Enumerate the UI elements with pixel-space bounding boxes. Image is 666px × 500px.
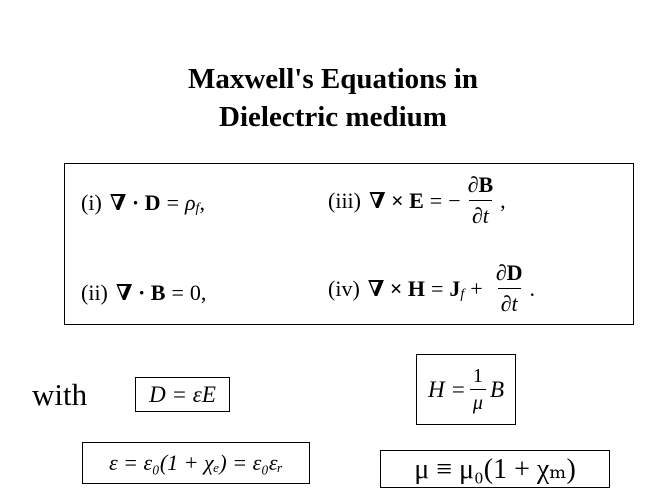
equation-iv-equals: = [430, 275, 444, 301]
h-relation-denominator: μ [469, 389, 486, 414]
equation-iv-plus: + [470, 275, 483, 301]
equation-iii: (iii) ∇ × E = − ∂B ∂t , [328, 172, 506, 229]
equation-iii-label: (iii) [328, 187, 361, 213]
equation-iv: (iv) ∇ × H = J f + ∂D ∂t . [328, 260, 535, 317]
epsilon-relation: ε = ε₀(1 + χₑ) = ε₀εᵣ [108, 450, 284, 475]
equation-iii-lhs: ∇ × E [369, 187, 424, 213]
equation-iv-lhs: ∇ × H [367, 275, 425, 301]
equation-iv-tail: . [529, 275, 535, 301]
equation-iv-label: (iv) [328, 275, 360, 301]
equation-i-rhs-sub: f [195, 201, 200, 216]
equation-iv-rhs: J [449, 275, 461, 301]
maxwell-equations-box: (i) ∇ · D = ρ f , (iii) ∇ × E = − ∂B ∂t … [64, 163, 634, 325]
d-relation: D = εE [149, 381, 216, 407]
equation-ii: (ii) ∇ · B = 0 , [81, 280, 206, 306]
equation-i: (i) ∇ · D = ρ f , [81, 190, 205, 216]
equation-i-tail: , [199, 190, 205, 215]
title-line-2: Dielectric medium [219, 101, 447, 133]
equation-ii-rhs: 0 [189, 280, 201, 305]
equation-iii-numerator: ∂B [467, 172, 494, 197]
epsilon-relation-box: ε = ε₀(1 + χₑ) = ε₀εᵣ [82, 442, 310, 484]
page-title: Maxwell's Equations in Dielectric medium [0, 60, 666, 136]
title-line-1: Maxwell's Equations in [187, 63, 479, 95]
equation-i-equals: = [166, 190, 179, 215]
equation-i-label: (i) [81, 190, 102, 215]
equation-iv-numerator: ∂D [495, 260, 523, 285]
equation-ii-label: (ii) [81, 280, 108, 305]
equation-iii-tail: , [500, 187, 506, 213]
equation-i-rhs: ρ [184, 190, 196, 215]
equation-iv-fraction: ∂D ∂t [493, 260, 526, 317]
d-relation-box: D = εE [135, 377, 230, 412]
h-relation-box: H = 1 μ B [416, 354, 516, 425]
equation-i-lhs: ∇ · D [109, 190, 161, 215]
mu-relation: μ ≡ μ₀(1 + χₘ) [414, 454, 576, 485]
mu-relation-box: μ ≡ μ₀(1 + χₘ) [380, 450, 610, 488]
with-label: with [32, 377, 88, 412]
equation-ii-lhs: ∇ · B [115, 280, 166, 305]
equation-iv-rhs-sub: f [460, 286, 465, 302]
equation-iii-sign: − [448, 187, 461, 213]
h-relation-rhs: B [489, 376, 504, 402]
equation-iv-denominator: ∂t [497, 288, 521, 317]
h-relation-fraction: 1 μ [469, 365, 486, 414]
equation-iii-denominator: ∂t [468, 200, 492, 229]
equation-iii-fraction: ∂B ∂t [465, 172, 497, 229]
equation-iii-equals: = [429, 187, 443, 213]
h-relation-numerator: 1 [472, 365, 483, 387]
equation-ii-equals: = [171, 280, 184, 305]
equation-ii-tail: , [200, 280, 207, 305]
h-relation-lhs: H = [428, 376, 466, 402]
